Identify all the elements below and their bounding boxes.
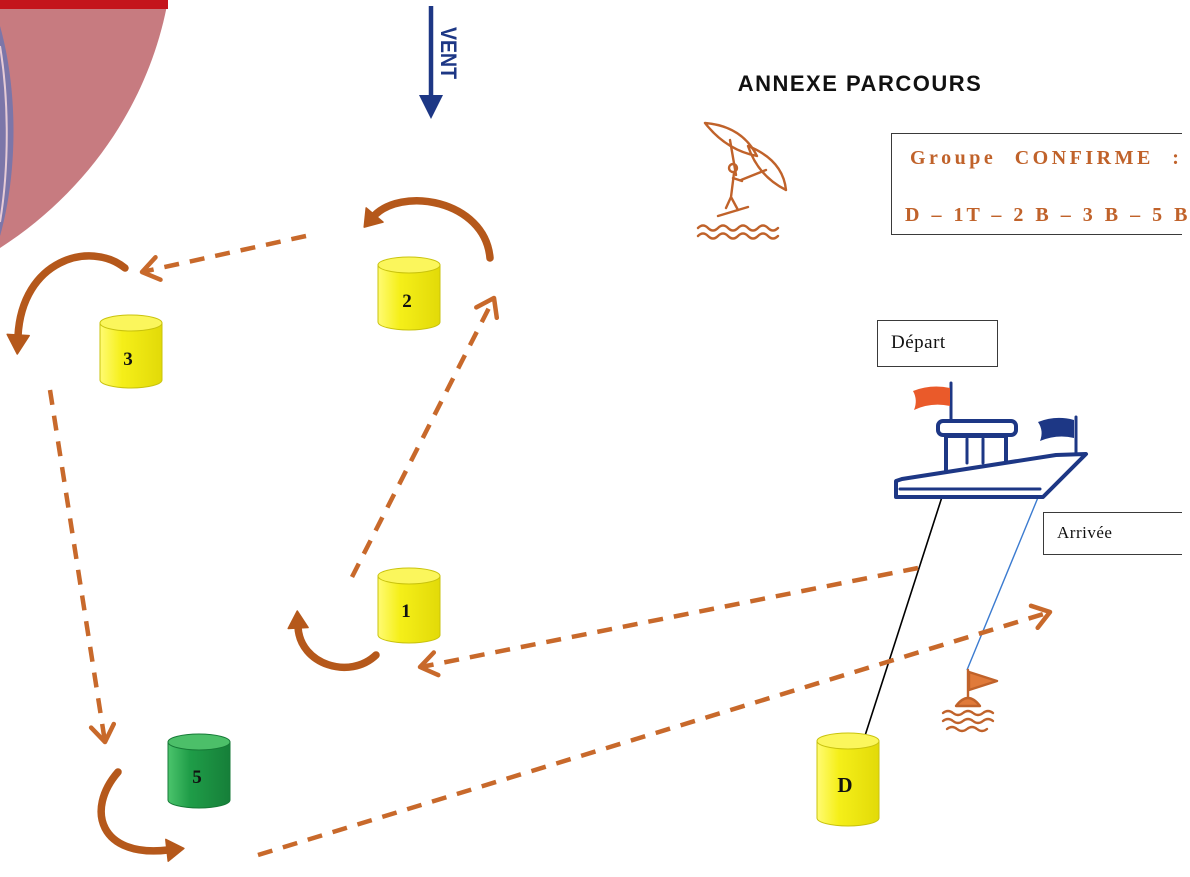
course-leg-1-to-2	[349, 295, 500, 579]
rounding-arrow-curve	[97, 768, 172, 855]
buoy-3: 3	[99, 314, 163, 389]
finish-flag	[967, 670, 999, 692]
course-leg-5-to-finish	[257, 603, 1053, 858]
course-leg-line	[349, 296, 497, 579]
start-flag	[913, 386, 950, 410]
rounding-arrow-head	[287, 610, 309, 630]
corner-banner-decoration	[0, 0, 168, 248]
rounding-arrow-curve	[368, 197, 494, 262]
kitesurfer-icon	[696, 121, 788, 240]
boat-hull	[894, 452, 1088, 499]
finish-waves	[941, 709, 995, 733]
buoy-1-label: 1	[401, 601, 411, 622]
buoy-3-body	[99, 322, 163, 389]
buoy-d-body	[816, 740, 880, 827]
corner-banner-rose	[0, 0, 168, 248]
rounding-arrow-curve	[14, 252, 129, 340]
rounding-arrow-2	[363, 197, 494, 262]
boat-cabin-roof	[936, 419, 1018, 437]
rider-body	[724, 171, 744, 212]
rounding-arrow-head	[363, 207, 384, 228]
rounding-arrow-head	[6, 333, 30, 355]
kite-lines	[728, 138, 768, 182]
kiteboard	[716, 205, 750, 218]
committee-boat-icon	[894, 381, 1088, 499]
group-course-sequence: D – 1T – 2 B – 3 B – 5 B	[905, 204, 1190, 226]
wind-label: VENT	[436, 27, 461, 79]
course-leg-2-to-3	[139, 233, 307, 282]
buoy-d-top	[816, 732, 880, 750]
buoy-d-label: D	[837, 773, 852, 797]
buoy-5-body	[167, 741, 231, 809]
flag-buoy-icon	[941, 668, 999, 733]
course-leg-line	[141, 233, 307, 275]
buoy-2-body	[377, 264, 441, 331]
buoy-5-top	[167, 733, 231, 751]
finish-line	[966, 477, 1047, 671]
buoy-3-label: 3	[123, 349, 133, 370]
buoy-2-label: 2	[402, 291, 412, 312]
start-line	[861, 468, 952, 746]
rounding-arrow-3	[6, 252, 129, 355]
buoy-1-top	[377, 567, 441, 585]
finish-buoy-base	[954, 696, 982, 708]
kite-wing-left	[703, 121, 759, 158]
course-leg-arrowhead	[474, 295, 500, 321]
course-leg-arrowhead	[88, 721, 117, 745]
page-title: ANNEXE PARCOURS	[738, 71, 983, 96]
buoy-2: 2	[377, 256, 441, 331]
rounding-arrow-5	[97, 768, 185, 862]
rider-head	[727, 162, 739, 174]
start-label: Départ	[877, 320, 998, 367]
course-leg-3-to-5	[47, 389, 117, 745]
finish-label: Arrivée	[1043, 512, 1182, 555]
course-leg-start-to-1	[417, 565, 919, 678]
course-leg-line	[47, 389, 108, 743]
corner-banner-red-strip	[0, 0, 168, 9]
buoy-5-label: 5	[192, 767, 202, 788]
buoy-2-top	[377, 256, 441, 274]
buoy-1-body	[377, 575, 441, 644]
rounding-arrow-1	[287, 610, 380, 672]
buoy-5: 5	[167, 733, 231, 809]
kite-waves	[696, 224, 780, 240]
rounding-arrow-curve	[294, 623, 380, 672]
buoy-d: D	[816, 732, 880, 827]
wind-arrow-head	[419, 95, 443, 119]
corner-banner-highlight	[0, 45, 8, 223]
course-leg-arrowhead	[1028, 603, 1053, 631]
wind-indicator: VENT	[419, 6, 461, 119]
course-leg-line	[420, 565, 919, 670]
group-heading: Groupe CONFIRME :	[910, 147, 1183, 169]
buoy-3-top	[99, 314, 163, 332]
group-course-box: Groupe CONFIRME : D – 1T – 2 B – 3 B – 5…	[891, 133, 1190, 235]
course-leg-arrowhead	[139, 255, 163, 282]
kite-wing-right	[746, 144, 788, 192]
course-leg-arrowhead	[417, 650, 441, 678]
course-leg-line	[257, 609, 1051, 858]
rounding-arrow-head	[165, 838, 185, 862]
boat-flag	[1038, 417, 1074, 441]
buoy-1: 1	[377, 567, 441, 644]
